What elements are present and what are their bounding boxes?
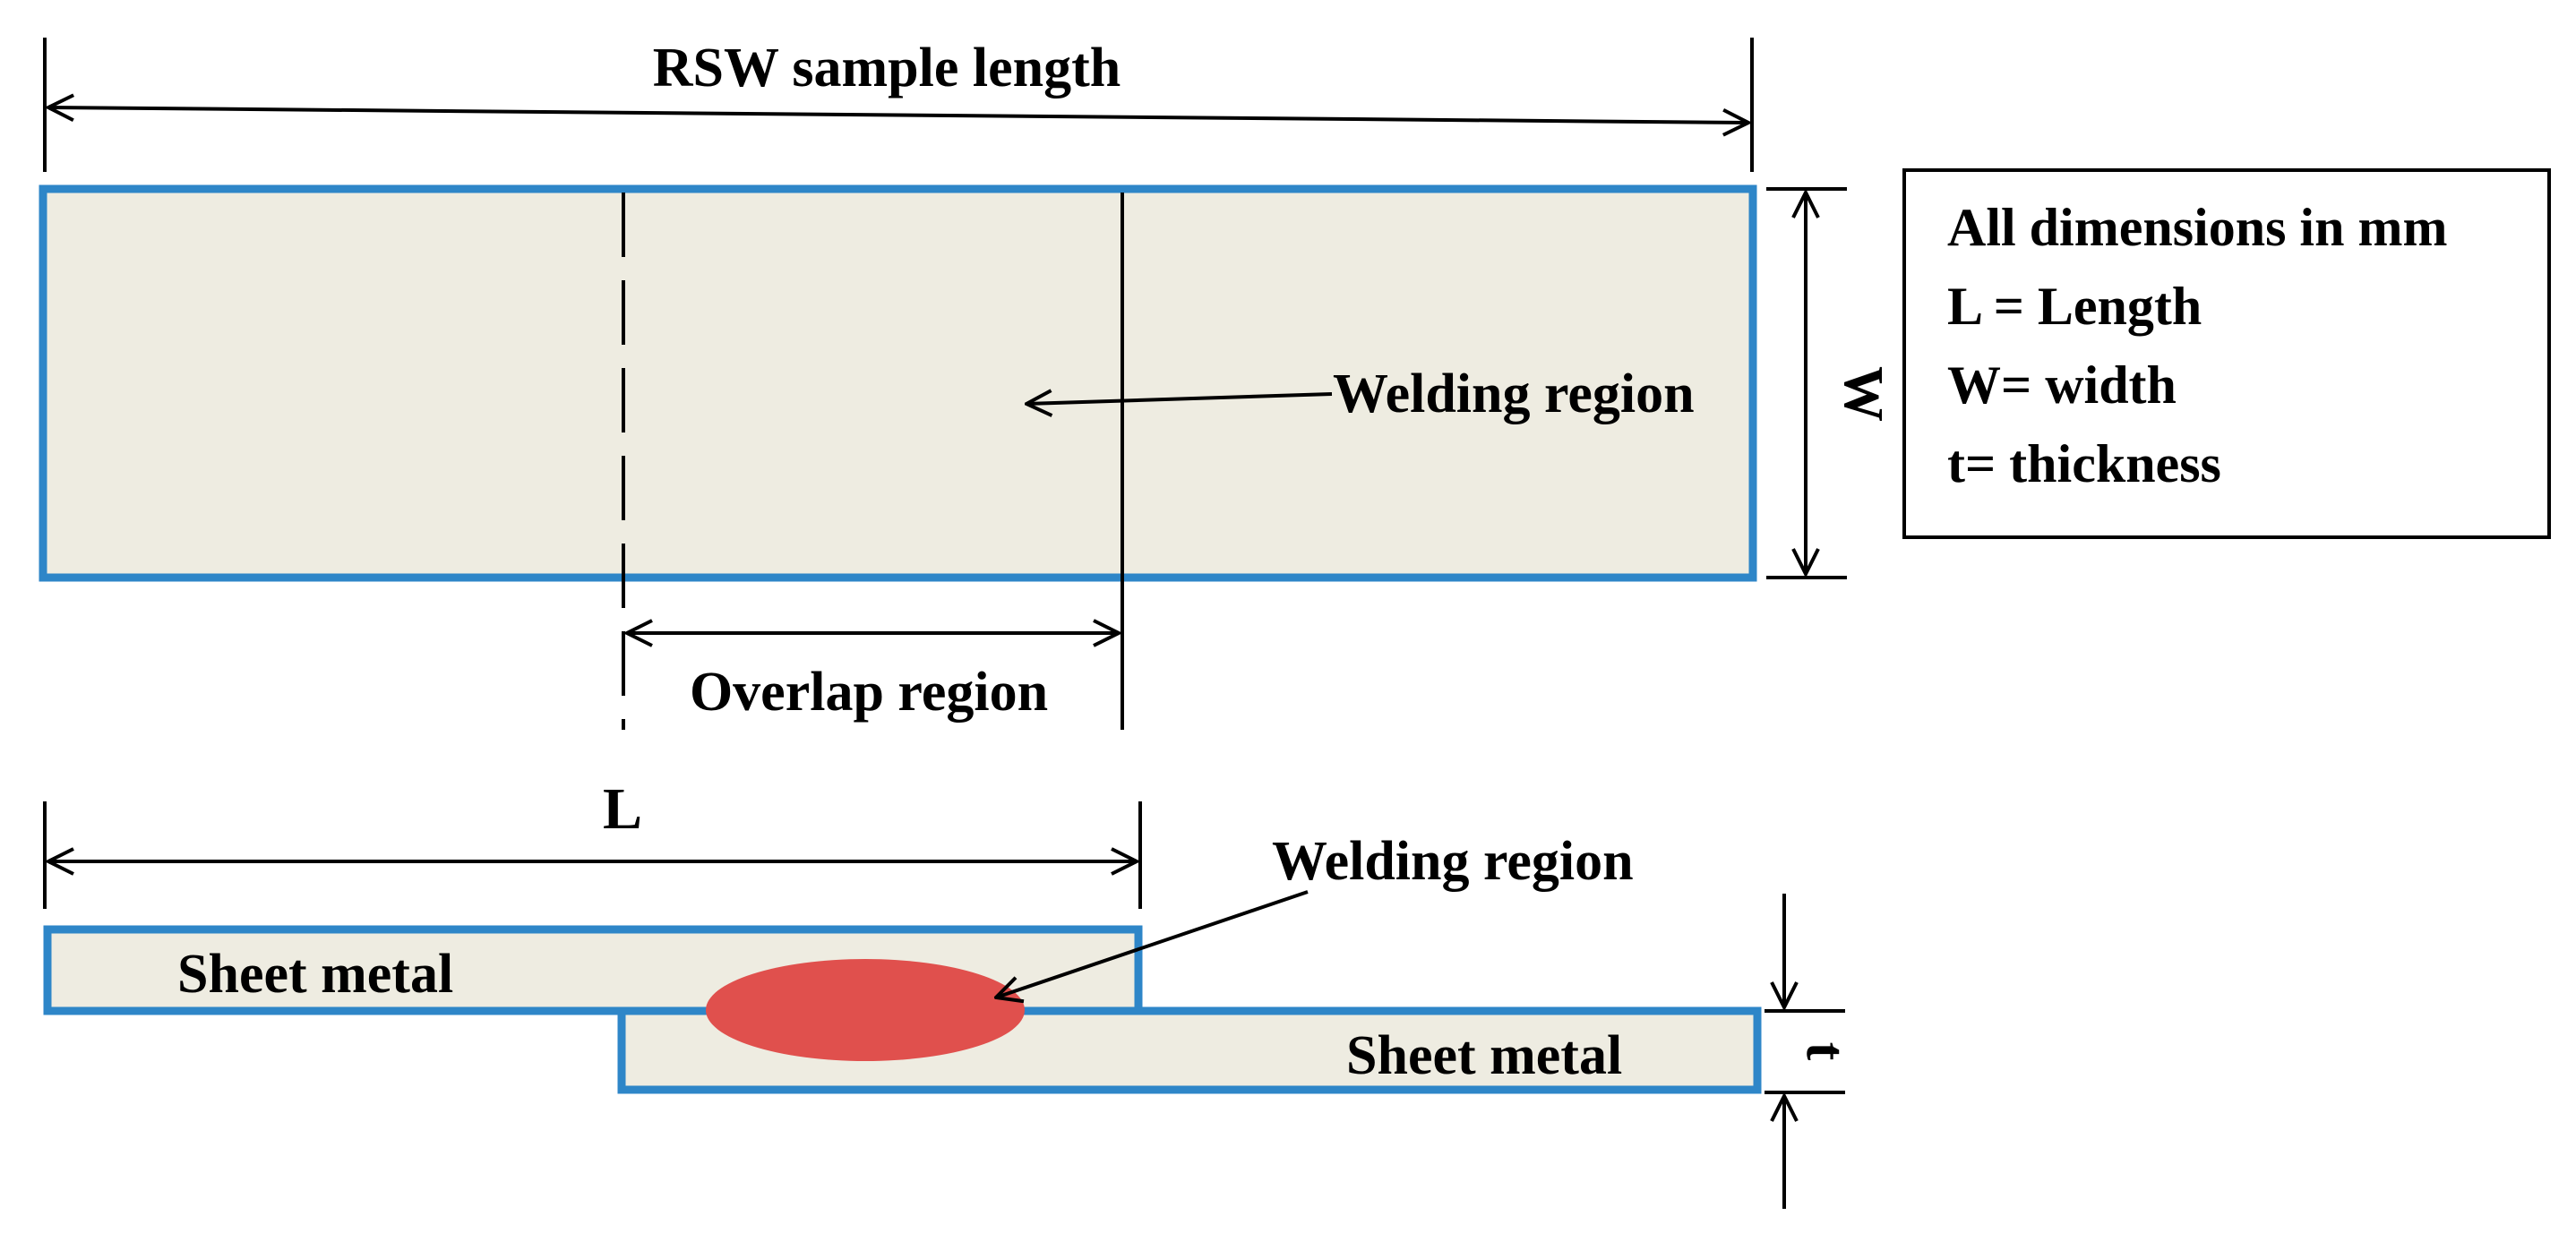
top-sheet-rect	[39, 184, 1757, 582]
width-label: W	[1833, 366, 1893, 422]
legend-frame	[1902, 168, 2551, 539]
top-view: RSW sample length Welding region W Overl…	[39, 38, 1893, 730]
length-label: L	[603, 776, 642, 842]
weld-nugget	[706, 959, 1025, 1061]
welding-region-bottom-pointer	[996, 890, 1309, 998]
legend-line-width: W= width	[1947, 355, 2177, 415]
legend-line-thickness: t= thickness	[1947, 434, 2221, 493]
upper-sheet-label: Sheet metal	[177, 944, 453, 1005]
overlap-region-label: Overlap region	[690, 662, 1048, 723]
sample-length-arrow	[48, 107, 1748, 123]
side-view: L Welding region Sheet metal Sheet metal…	[43, 776, 1856, 1209]
legend-line-units: All dimensions in mm	[1947, 198, 2447, 257]
welding-region-top-label: Welding region	[1333, 364, 1695, 424]
sample-length-label: RSW sample length	[653, 38, 1121, 98]
welding-region-top-pointer	[1026, 394, 1333, 404]
lower-sheet-label: Sheet metal	[1346, 1025, 1622, 1086]
welding-region-bottom-label: Welding region	[1272, 831, 1634, 892]
legend-line-length: L = Length	[1947, 277, 2202, 336]
legend-box: All dimensions in mm L = Length W= width…	[1902, 168, 2551, 539]
thickness-label: t	[1795, 1042, 1856, 1061]
